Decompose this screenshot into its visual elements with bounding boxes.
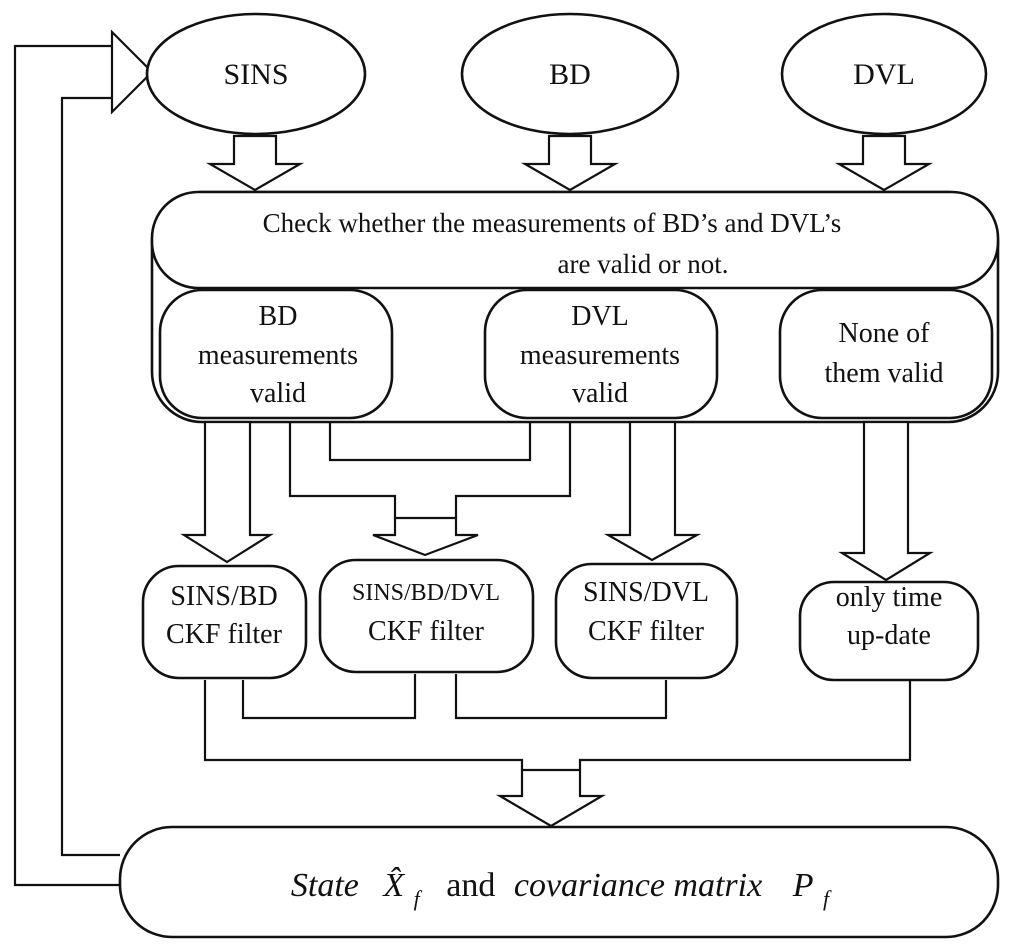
bd-label: BD <box>549 58 591 91</box>
validity-check-box <box>150 190 1000 290</box>
merge-down-arrow <box>495 768 607 828</box>
dvl-to-combined-outer <box>454 422 572 518</box>
covariance-subscript: f <box>823 886 832 911</box>
sins-dvl-ckf-line1: SINS/DVL <box>583 577 709 608</box>
none-valid-line2: them valid <box>825 358 944 389</box>
none-to-timeupdate-arrow <box>838 420 934 582</box>
dvl-valid-line2: measurements <box>520 340 680 371</box>
bd-to-sinsbd-arrow <box>180 420 274 564</box>
dvl-to-combined-inner <box>328 422 532 462</box>
bd-valid-line1: BD <box>259 301 298 332</box>
time-update-line2: up-date <box>847 620 931 651</box>
dvl-down-arrow <box>834 134 934 192</box>
feedback-loop-inner <box>60 96 120 857</box>
sins-down-arrow <box>205 134 305 192</box>
none-valid-box <box>778 288 994 420</box>
state-word: State <box>291 867 359 904</box>
sins-dvl-ckf-box <box>554 562 739 680</box>
check-text-line1: Check whether the measurements of BD’s a… <box>263 208 842 238</box>
check-text-line2: are valid or not. <box>558 249 729 279</box>
bd-valid-box <box>158 288 394 420</box>
sins-label: SINS <box>223 58 288 91</box>
sins-ellipse <box>145 12 367 136</box>
state-output-formula: State X̂ f and covariance matrix P f <box>291 867 832 914</box>
dvl-to-sinsdvl-arrow <box>603 420 702 562</box>
bd-valid-line3: valid <box>250 378 306 409</box>
state-symbol: X̂ <box>381 867 405 904</box>
bd-to-combined-connector <box>288 422 397 518</box>
bd-valid-line2: measurements <box>198 340 358 371</box>
sins-bd-dvl-ckf-box <box>318 558 535 674</box>
state-subscript: f <box>414 886 423 911</box>
dvl-valid-line3: valid <box>572 378 628 409</box>
feedback-loop-outer <box>13 44 120 887</box>
sins-bd-dvl-ckf-line2: CKF filter <box>368 616 485 647</box>
bd-ellipse <box>460 12 680 136</box>
none-valid-line1: None of <box>839 318 931 349</box>
time-update-line1: only time <box>836 582 943 613</box>
sins-bd-ckf-box <box>141 564 308 680</box>
state-output-box <box>118 825 1000 939</box>
feedback-arrowhead <box>110 29 154 115</box>
covariance-symbol: P <box>792 867 814 904</box>
dvl-ellipse <box>780 12 988 136</box>
dvl-label: DVL <box>853 58 915 91</box>
merge-inner-connector <box>241 674 668 720</box>
dvl-valid-line1: DVL <box>571 301 629 332</box>
sins-bd-ckf-line1: SINS/BD <box>170 581 277 612</box>
sins-dvl-ckf-line2: CKF filter <box>588 616 705 647</box>
and-word: and <box>446 867 495 904</box>
bd-down-arrow <box>520 134 620 192</box>
combined-arrow <box>372 516 479 557</box>
dvl-valid-box <box>483 288 719 420</box>
covariance-words: covariance matrix <box>514 867 762 904</box>
merge-outer-connector <box>203 680 912 770</box>
time-update-box <box>798 580 980 682</box>
sins-bd-ckf-line2: CKF filter <box>166 619 283 650</box>
sins-bd-dvl-ckf-line1: SINS/BD/DVL <box>352 580 500 606</box>
